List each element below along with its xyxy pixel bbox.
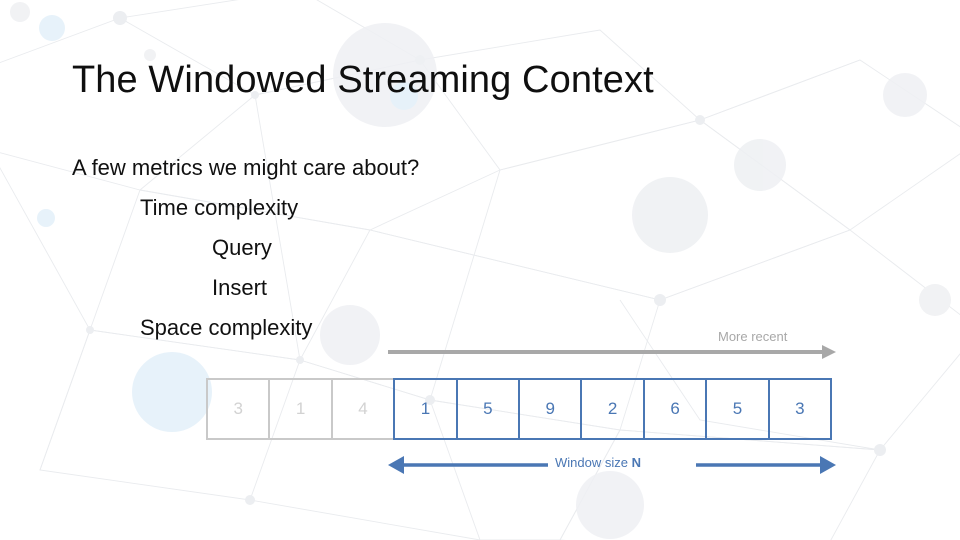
window-size-label: Window size N — [555, 455, 641, 470]
stream-cell[interactable]: 5 — [705, 378, 770, 440]
more-recent-arrow-icon — [388, 345, 836, 359]
stream-cell[interactable]: 5 — [455, 378, 521, 440]
stream-cell[interactable]: 3 — [206, 378, 271, 440]
stream-cell[interactable]: 6 — [642, 378, 708, 440]
stream-cell[interactable]: 3 — [767, 378, 833, 440]
window-size-right-arrow-icon — [696, 456, 836, 474]
window-size-label-n: N — [631, 455, 641, 470]
window-size-left-arrow-icon — [388, 456, 548, 474]
stream-cell[interactable]: 9 — [518, 378, 583, 440]
stream-cell[interactable]: 1 — [393, 378, 458, 440]
stream-cell[interactable]: 4 — [330, 378, 396, 440]
stream-cell[interactable]: 1 — [268, 378, 333, 440]
stream-cell[interactable]: 2 — [580, 378, 645, 440]
stream-cells-row: 3 1 4 1 5 9 2 6 5 3 — [206, 378, 833, 440]
window-size-label-text: Window size — [555, 455, 632, 470]
more-recent-label: More recent — [718, 329, 788, 344]
